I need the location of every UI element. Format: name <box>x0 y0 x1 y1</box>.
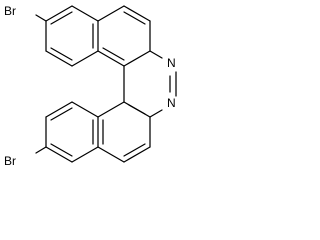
bond-double-inner <box>102 47 125 61</box>
bond-double-inner <box>50 47 73 61</box>
bond <box>71 146 99 163</box>
bond <box>97 101 125 118</box>
bond <box>45 146 73 163</box>
molecule-structure: Br Br N N <box>4 4 177 168</box>
bond <box>97 5 125 22</box>
bond-double-inner <box>50 107 73 121</box>
bond <box>45 101 73 118</box>
bond <box>71 101 99 118</box>
br-bond-bottom <box>35 146 47 154</box>
bond <box>97 50 125 67</box>
bond <box>123 146 151 163</box>
bond <box>123 50 151 67</box>
upper-terminal-ring <box>45 5 99 67</box>
bond <box>45 50 73 67</box>
molecule-canvas: Br Br N N <box>4 4 177 169</box>
bond <box>97 146 125 163</box>
bond <box>45 5 73 22</box>
bond-double-inner <box>123 11 146 25</box>
bond <box>123 5 151 22</box>
bond <box>71 50 99 67</box>
lower-inner-ring <box>97 101 151 163</box>
central-diazine-ring <box>123 50 177 118</box>
bond <box>149 50 163 59</box>
bond-double-inner <box>128 104 146 115</box>
lower-terminal-ring <box>45 101 99 163</box>
atom-br-top: Br <box>4 4 16 18</box>
bond-double-inner <box>123 143 146 157</box>
upper-inner-ring <box>97 5 151 67</box>
bond <box>71 5 99 22</box>
bond-double-inner <box>50 143 73 157</box>
atom-br-bottom: Br <box>4 154 16 168</box>
atom-n-lower: N <box>167 96 176 110</box>
br-bond-top <box>35 14 47 22</box>
bond <box>149 109 163 118</box>
bond-double-inner <box>50 11 73 25</box>
atom-n-upper: N <box>167 56 176 70</box>
